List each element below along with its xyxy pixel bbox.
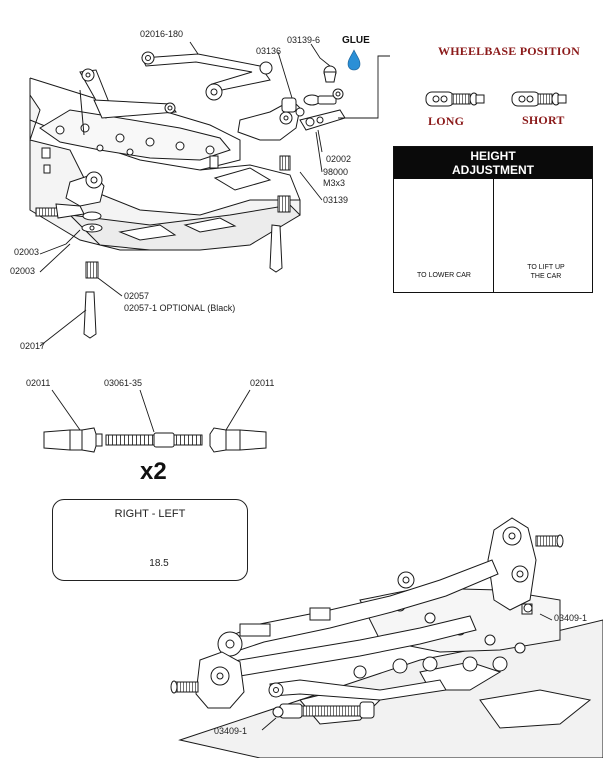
- ball-03409-1-left: [272, 706, 284, 718]
- label-03409-1-left: 03409-1: [214, 726, 248, 736]
- turnbuckle-leaders: [51, 389, 251, 433]
- label-98000: 98000: [323, 167, 349, 177]
- label-03061-35: 03061-35: [104, 378, 143, 388]
- height-panel-divider: [493, 179, 494, 292]
- ball-03409-1-right: [523, 603, 533, 613]
- label-02016-180: 02016-180: [140, 29, 184, 39]
- chassis-plate: [29, 78, 301, 251]
- height-title-line1: HEIGHT: [470, 149, 516, 163]
- leader-lines-top: [39, 41, 390, 347]
- quantity-multiplier: x2: [140, 458, 167, 485]
- dimension-value: 18.5: [149, 558, 169, 569]
- label-m3x3: M3x3: [323, 178, 346, 188]
- wheelbase-long-label: LONG: [428, 114, 465, 128]
- label-02011-left: 02011: [26, 378, 51, 388]
- label-02017: 02017: [20, 341, 46, 351]
- height-adjustment-panel: HEIGHT ADJUSTMENT TO LOWER CAR TO LIFT U…: [393, 146, 593, 293]
- link-02016-180: [141, 53, 271, 91]
- label-02003-upper: 02003: [14, 247, 40, 257]
- turnbuckle-assembly: [43, 427, 267, 453]
- wheelbase-short-label: SHORT: [522, 113, 565, 127]
- label-03139-6: 03139-6: [287, 35, 321, 45]
- right-left-length-box: RIGHT - LEFT: [52, 499, 248, 581]
- label-03139: 03139: [323, 195, 349, 205]
- assembled-leaders: [261, 613, 553, 731]
- height-adjustment-header: HEIGHT ADJUSTMENT: [394, 147, 592, 179]
- exploded-chassis-drawing: [29, 51, 346, 339]
- wheelbase-position-title: WHEELBASE POSITION: [438, 44, 580, 58]
- label-02003-lower: 02003: [10, 266, 36, 276]
- label-02011-right: 02011: [250, 378, 275, 388]
- wheelbase-long-pin: [425, 91, 485, 107]
- lift-caption-line2: THE CAR: [530, 273, 562, 280]
- label-02057: 02057: [124, 291, 150, 301]
- lift-caption-line1: TO LIFT UP: [527, 264, 565, 271]
- assembled-chassis-drawing: [170, 517, 603, 758]
- to-lower-car-caption: TO LOWER CAR: [417, 272, 471, 279]
- label-03136: 03136: [256, 46, 282, 56]
- right-left-title: RIGHT - LEFT: [114, 508, 186, 520]
- camber-link: [269, 679, 447, 701]
- wheelbase-short-pin: [511, 91, 567, 107]
- label-02002: 02002: [326, 154, 352, 164]
- glue-label: GLUE: [342, 35, 370, 46]
- label-02057-1-optional: 02057-1 OPTIONAL (Black): [124, 303, 236, 313]
- glue-drop-icon: [347, 49, 361, 71]
- to-lift-car-caption: TO LIFT UP THE CAR: [506, 263, 586, 281]
- height-title-line2: ADJUSTMENT: [451, 163, 534, 177]
- label-03409-1-right: 03409-1: [554, 613, 588, 623]
